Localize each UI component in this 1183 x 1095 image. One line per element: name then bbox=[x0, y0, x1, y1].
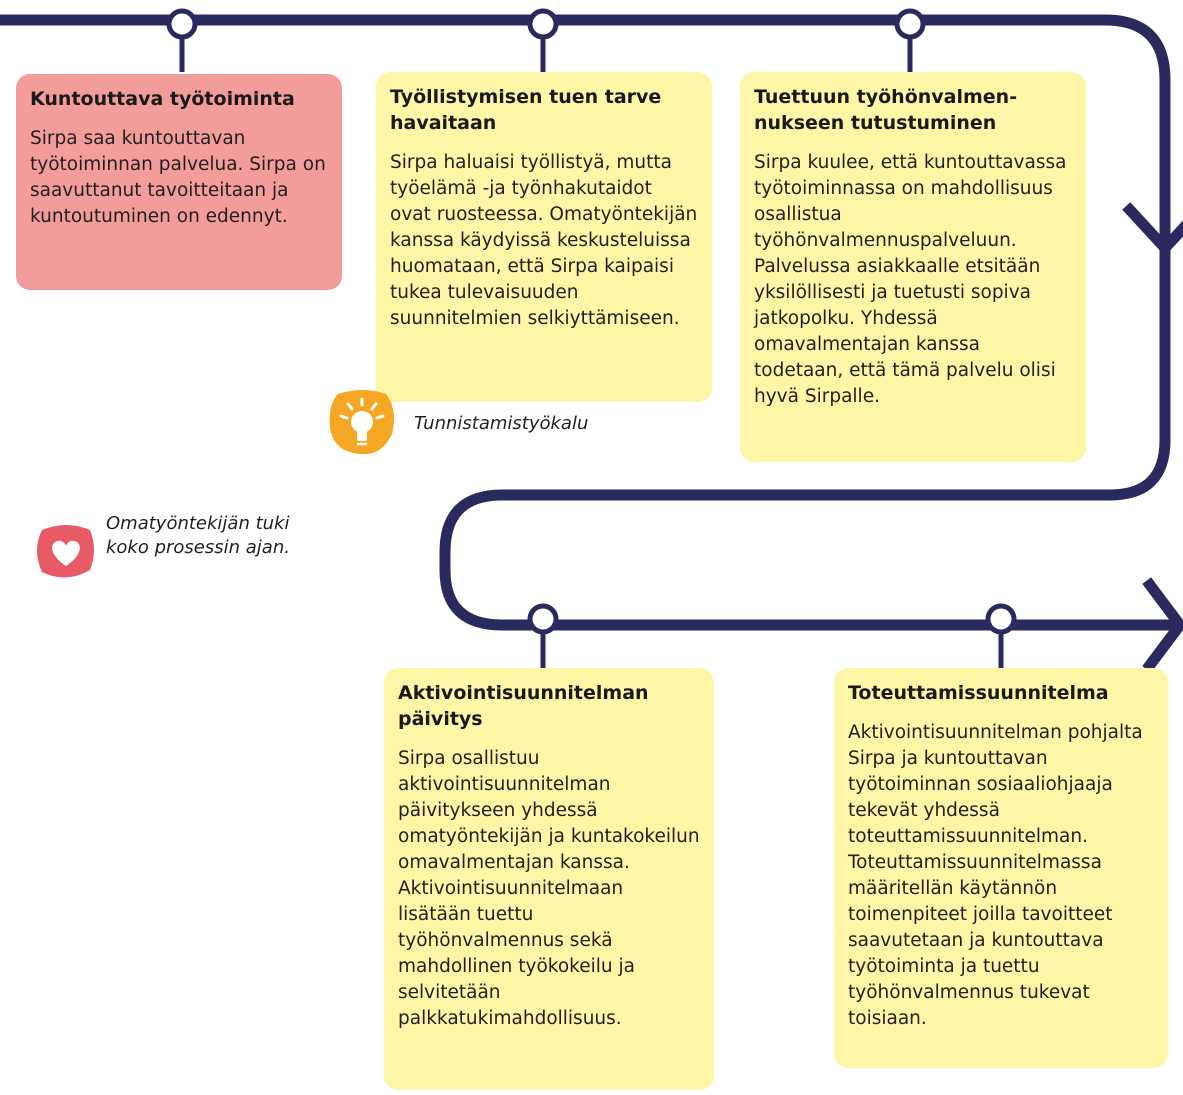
down-arrow-icon bbox=[1122, 202, 1183, 257]
path-line bbox=[0, 14, 1175, 631]
step-text: Sirpa haluaisi työllistyä, mutta työeläm… bbox=[390, 152, 698, 329]
node-marker bbox=[166, 8, 198, 40]
node-marker bbox=[985, 603, 1017, 635]
step-text: Sirpa saa kuntouttavan työtoiminnan palv… bbox=[30, 128, 326, 227]
step-title: Kuntouttava työtoiminta bbox=[30, 88, 295, 110]
support-label: Omatyöntekijän tuki koko prosessin ajan. bbox=[106, 513, 290, 558]
step-card-4: Aktivointisuunnitelman päivitys Sirpa os… bbox=[384, 668, 714, 1090]
node-marker bbox=[894, 8, 926, 40]
tool-label: Tunnistamistyökalu bbox=[414, 413, 589, 434]
lightbulb-icon bbox=[329, 390, 394, 455]
step-text: Sirpa kuulee, että kuntouttavassa työtoi… bbox=[754, 152, 1067, 407]
step-title: Aktivointisuunnitelman päivitys bbox=[398, 682, 649, 730]
end-arrow-icon bbox=[1142, 577, 1183, 673]
step-text: Aktivointisuunnitelman pohjalta Sirpa ja… bbox=[848, 722, 1143, 1029]
step-card-2: Työllistymisen tuen tarve havaitaan Sirp… bbox=[376, 72, 712, 402]
step-text: Sirpa osallistuu aktivointisuunnitelman … bbox=[398, 748, 700, 1029]
step-card-3: Tuettuun työhönvalmen-nukseen tutustumin… bbox=[740, 72, 1086, 462]
step-title: Työllistymisen tuen tarve havaitaan bbox=[390, 86, 662, 134]
step-title: Tuettuun työhönvalmen-nukseen tutustumin… bbox=[754, 86, 1018, 134]
step-card-5: Toteuttamissuunnitelma Aktivointisuunnit… bbox=[834, 668, 1168, 1068]
step-title: Toteuttamissuunnitelma bbox=[848, 682, 1109, 704]
node-marker bbox=[527, 603, 559, 635]
node-marker bbox=[527, 8, 559, 40]
step-card-1: Kuntouttava työtoiminta Sirpa saa kuntou… bbox=[16, 74, 342, 290]
heart-icon bbox=[37, 525, 94, 578]
